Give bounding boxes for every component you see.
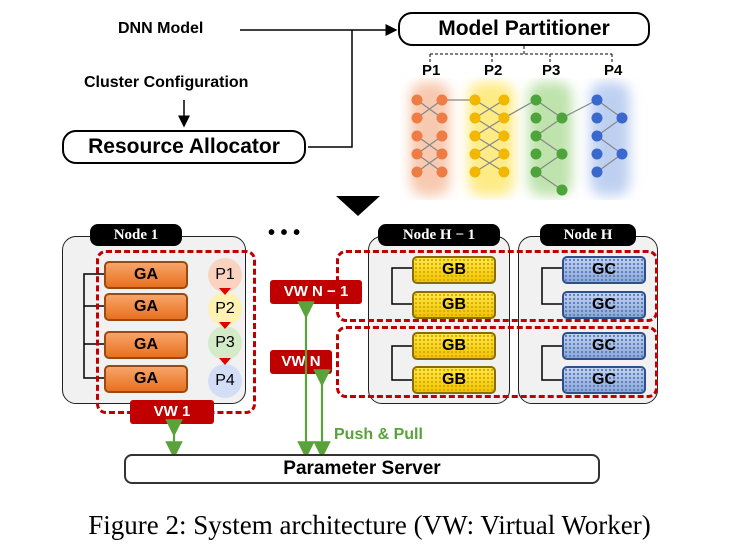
gpu-b-3: GB xyxy=(412,332,496,360)
gpu-c-4: GC xyxy=(562,366,646,394)
gpu-b-2: GB xyxy=(412,291,496,319)
stage-p1: P1 xyxy=(208,258,242,292)
push-pull-arrows xyxy=(165,301,331,459)
ellipsis: • • • xyxy=(268,222,301,244)
model-partitioner-label: Model Partitioner xyxy=(438,17,610,40)
gpu-b-4: GB xyxy=(412,366,496,394)
gpu-a-3: GA xyxy=(104,331,188,359)
gpu-a-4: GA xyxy=(104,365,188,393)
partition-fanout xyxy=(429,46,613,62)
gpu-a-1: GA xyxy=(104,261,188,289)
stage-p3: P3 xyxy=(208,326,242,360)
stage-p2: P2 xyxy=(208,292,242,326)
gpu-c-2: GC xyxy=(562,291,646,319)
stage-arrows xyxy=(219,288,231,365)
node-h-minus-1-label: Node H − 1 xyxy=(378,224,500,246)
partition-label-p4: P4 xyxy=(604,62,623,79)
partition-label-p3: P3 xyxy=(542,62,561,79)
parameter-server-box: Parameter Server xyxy=(124,454,600,484)
node-1-label: Node 1 xyxy=(90,224,182,246)
neural-network-partitions xyxy=(410,82,630,196)
vw-n-minus-1-label: VW N − 1 xyxy=(270,280,362,304)
partition-label-p2: P2 xyxy=(484,62,503,79)
resource-allocator-label: Resource Allocator xyxy=(88,135,280,158)
model-partitioner-box: Model Partitioner xyxy=(398,12,650,46)
parameter-server-label: Parameter Server xyxy=(283,458,441,479)
resource-allocator-box: Resource Allocator xyxy=(62,130,306,164)
gpu-a-2: GA xyxy=(104,293,188,321)
partition-label-p1: P1 xyxy=(422,62,441,79)
top-connectors xyxy=(178,24,613,148)
gpu-c-1: GC xyxy=(562,256,646,284)
allocator-to-partitioner xyxy=(308,30,353,148)
gpu-c-3: GC xyxy=(562,332,646,360)
push-pull-label: Push & Pull xyxy=(334,426,423,443)
figure-caption: Figure 2: System architecture (VW: Virtu… xyxy=(88,510,651,540)
gpu-brackets xyxy=(83,267,562,381)
stage-p4: P4 xyxy=(208,364,242,398)
gpu-b-1: GB xyxy=(412,256,496,284)
node-h-label: Node H xyxy=(540,224,636,246)
vw-n-group xyxy=(336,326,658,398)
cluster-configuration-label: Cluster Configuration xyxy=(84,74,249,91)
down-arrow-icon xyxy=(336,196,380,216)
dnn-model-label: DNN Model xyxy=(118,20,204,37)
